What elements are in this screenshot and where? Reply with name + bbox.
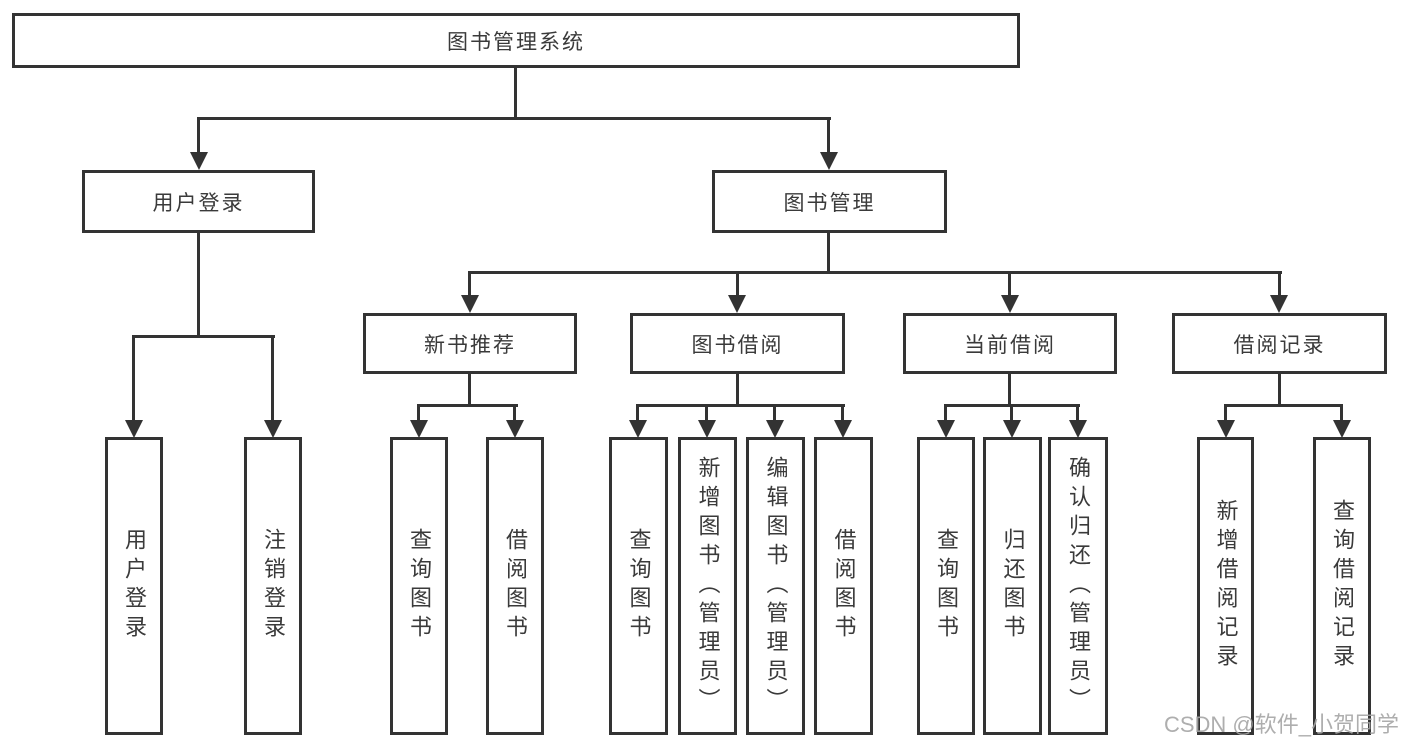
leaf-borrow-edit-books-admin-label: 编辑图书（管理员） bbox=[763, 455, 789, 717]
connector-line bbox=[1224, 404, 1343, 407]
node-group-borrow-records-label: 借阅记录 bbox=[1233, 333, 1326, 357]
leaf-newbooks-borrow-books-label: 借阅图书 bbox=[503, 528, 528, 644]
leaf-records-add-record: 新增借阅记录 bbox=[1197, 437, 1254, 735]
leaf-borrow-add-books-admin-label: 新增图书（管理员） bbox=[695, 455, 721, 717]
connector-line bbox=[705, 405, 708, 421]
node-book-mgmt-branch-label: 图书管理 bbox=[783, 191, 876, 215]
node-root: 图书管理系统 bbox=[12, 13, 1020, 68]
connector-line bbox=[514, 68, 517, 120]
node-user-login-branch-label: 用户登录 bbox=[152, 191, 245, 215]
leaf-records-query-record-label: 查询借阅记录 bbox=[1330, 499, 1355, 673]
connector-line bbox=[1008, 272, 1011, 298]
connector-line bbox=[468, 374, 471, 407]
leaf-current-query-books: 查询图书 bbox=[917, 437, 975, 735]
connector-line bbox=[841, 405, 844, 421]
connector-line bbox=[468, 272, 471, 298]
arrow-down-icon bbox=[629, 420, 647, 438]
leaf-newbooks-borrow-books: 借阅图书 bbox=[486, 437, 544, 735]
arrow-down-icon bbox=[125, 420, 143, 438]
connector-line bbox=[271, 336, 274, 421]
node-group-book-borrow-label: 图书借阅 bbox=[691, 333, 784, 357]
arrow-down-icon bbox=[1217, 420, 1235, 438]
node-book-mgmt-branch: 图书管理 bbox=[712, 170, 947, 233]
leaf-records-add-record-label: 新增借阅记录 bbox=[1213, 499, 1239, 673]
connector-line bbox=[1278, 272, 1281, 298]
connector-line bbox=[1224, 405, 1227, 421]
connector-line bbox=[827, 118, 830, 154]
connector-line bbox=[827, 233, 830, 274]
leaf-borrow-add-books-admin: 新增图书（管理员） bbox=[678, 437, 737, 735]
arrow-down-icon bbox=[766, 420, 784, 438]
connector-line bbox=[132, 336, 135, 421]
arrow-down-icon bbox=[1003, 420, 1021, 438]
connector-line bbox=[417, 404, 518, 407]
arrow-down-icon bbox=[190, 152, 208, 170]
connector-line bbox=[132, 335, 275, 338]
leaf-current-return-books-label: 归还图书 bbox=[1000, 528, 1026, 644]
connector-line bbox=[736, 272, 739, 298]
connector-line bbox=[944, 405, 947, 421]
arrow-down-icon bbox=[1001, 295, 1019, 313]
leaf-newbooks-query-books-label: 查询图书 bbox=[407, 528, 432, 644]
leaf-borrow-borrow-books: 借阅图书 bbox=[814, 437, 873, 735]
node-group-borrow-records: 借阅记录 bbox=[1172, 313, 1387, 374]
connector-line bbox=[1278, 374, 1281, 407]
connector-line bbox=[417, 405, 420, 421]
csdn-watermark: CSDN @软件_小贺同学 bbox=[1163, 712, 1399, 737]
leaf-borrow-query-books: 查询图书 bbox=[609, 437, 668, 735]
leaf-borrow-edit-books-admin: 编辑图书（管理员） bbox=[746, 437, 805, 735]
arrow-down-icon bbox=[728, 295, 746, 313]
arrow-down-icon bbox=[264, 420, 282, 438]
leaf-records-query-record: 查询借阅记录 bbox=[1313, 437, 1371, 735]
connector-line bbox=[197, 233, 200, 337]
arrow-down-icon bbox=[820, 152, 838, 170]
arrow-down-icon bbox=[698, 420, 716, 438]
leaf-current-return-books: 归还图书 bbox=[983, 437, 1042, 735]
connector-line bbox=[736, 374, 739, 407]
node-root-label: 图书管理系统 bbox=[447, 30, 585, 54]
leaf-current-query-books-label: 查询图书 bbox=[934, 528, 959, 644]
connector-line bbox=[197, 117, 831, 120]
node-group-book-borrow: 图书借阅 bbox=[630, 313, 845, 374]
arrow-down-icon bbox=[937, 420, 955, 438]
connector-line bbox=[636, 404, 845, 407]
leaf-current-confirm-return-admin: 确认归还（管理员） bbox=[1048, 437, 1108, 735]
arrow-down-icon bbox=[461, 295, 479, 313]
arrow-down-icon bbox=[410, 420, 428, 438]
arrow-down-icon bbox=[1270, 295, 1288, 313]
node-group-current-borrow: 当前借阅 bbox=[903, 313, 1117, 374]
connector-line bbox=[1340, 405, 1343, 421]
leaf-borrow-query-books-label: 查询图书 bbox=[626, 528, 652, 644]
connector-line bbox=[1010, 405, 1013, 421]
leaf-borrow-borrow-books-label: 借阅图书 bbox=[831, 528, 857, 644]
leaf-user-login: 用户登录 bbox=[105, 437, 163, 735]
leaf-user-login-label: 用户登录 bbox=[122, 528, 147, 644]
leaf-logout: 注销登录 bbox=[244, 437, 302, 735]
leaf-newbooks-query-books: 查询图书 bbox=[390, 437, 448, 735]
connector-line bbox=[636, 405, 639, 421]
connector-line bbox=[773, 405, 776, 421]
node-user-login-branch: 用户登录 bbox=[82, 170, 315, 233]
connector-line bbox=[1008, 374, 1011, 407]
leaf-logout-label: 注销登录 bbox=[261, 528, 286, 644]
connector-line bbox=[468, 271, 1282, 274]
arrow-down-icon bbox=[1069, 420, 1087, 438]
leaf-current-confirm-return-admin-label: 确认归还（管理员） bbox=[1066, 455, 1091, 717]
connector-line bbox=[513, 405, 516, 421]
arrow-down-icon bbox=[834, 420, 852, 438]
node-group-new-books: 新书推荐 bbox=[363, 313, 577, 374]
node-group-current-borrow-label: 当前借阅 bbox=[964, 333, 1056, 357]
node-group-new-books-label: 新书推荐 bbox=[424, 333, 516, 357]
arrow-down-icon bbox=[506, 420, 524, 438]
connector-line bbox=[1076, 405, 1079, 421]
connector-line bbox=[197, 118, 200, 154]
arrow-down-icon bbox=[1333, 420, 1351, 438]
